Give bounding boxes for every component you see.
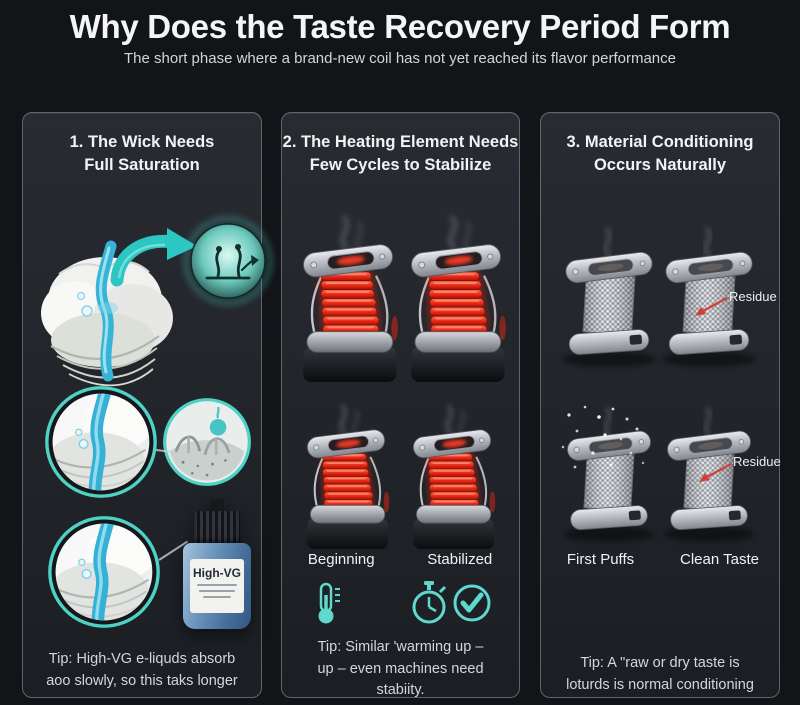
wick-saturation-illustration [41, 216, 273, 387]
high-vg-bottle: High-VG [179, 499, 255, 629]
bottle-body: High-VG [183, 543, 251, 629]
fiber-zoom-circle [161, 396, 253, 488]
panel-2-title-line1: 2. The Heating Element Needs [282, 133, 519, 151]
glow-coil-beginning-top [292, 216, 404, 382]
bottle-cap [194, 511, 240, 545]
panel-wick-saturation: 1. The Wick Needs Full Saturation [22, 112, 273, 698]
label-stabilized: Stabilized [427, 551, 493, 568]
bottle-label-text: High-VG [193, 566, 241, 580]
panel-1-tip-line1: Tip: High-VG e-liquds absorb [48, 651, 236, 667]
panel-3-title-line2: Occurs Naturally [593, 156, 727, 174]
panel-2-labels: Beginning Stabilized [282, 551, 519, 568]
panel-3-title: 3. Material Conditioning Occurs Naturall… [541, 131, 779, 177]
panel-1-title-line1: 1. The Wick Needs [69, 133, 215, 151]
wick-zoom-circle-2 [46, 514, 162, 630]
residue-arrow-top [695, 297, 728, 316]
bottle-label-fineprint [203, 596, 231, 598]
panel-1-title-line2: Full Saturation [84, 156, 200, 174]
glow-coil-stabilized-bottom [400, 405, 504, 549]
panel-1-tip: Tip: High-VG e-liquds absorb aoo slowly,… [23, 649, 261, 692]
residue-label-top: Residue [729, 289, 777, 304]
page-title: Why Does the Taste Recovery Period Form [69, 8, 731, 45]
panel-3-tip-line1: Tip: A "raw or dry taste is [580, 655, 740, 671]
panel-3-tip-line2: loturds is normal conditioning [566, 676, 754, 693]
panel-3-labels: First Puffs Clean Taste [541, 551, 779, 568]
bottle-label-fineprint [197, 584, 237, 586]
stopwatch-icon [412, 581, 447, 624]
panel-2-tip: Tip: Similar 'warming up – up – even mac… [282, 637, 519, 702]
label-clean-taste: Clean Taste [680, 551, 759, 568]
panel-2-tip-line3: stabiity. [376, 682, 425, 698]
panel-1-title: 1. The Wick Needs Full Saturation [23, 131, 261, 177]
bottle-dropper-tip [210, 499, 224, 511]
wick-zoom-circle-1 [43, 384, 159, 500]
thermometer-icon [318, 582, 340, 624]
liquid-stream [76, 240, 118, 382]
residue-arrow-bottom [699, 463, 732, 482]
mesh-coil-top-left [557, 223, 661, 383]
panel-material-conditioning: 3. Material Conditioning Occurs Naturall… [540, 112, 781, 698]
liquid-splash-icon [205, 247, 254, 280]
label-beginning: Beginning [307, 551, 375, 568]
glow-coil-stabilized-top [400, 216, 512, 382]
panel-2-title-line2: Few Cycles to Stabilize [309, 156, 492, 174]
panel-3-title-line1: 3. Material Conditioning [566, 133, 754, 151]
residue-label-bottom: Residue [733, 454, 781, 469]
panel-1-tip-line2: aoo slowly, so this taks longer [46, 672, 238, 689]
panel-3-tip: Tip: A "raw or dry taste is loturds is n… [541, 653, 779, 696]
panel-heating-element: 2. The Heating Element Needs Few Cycles … [281, 112, 520, 698]
label-first-puffs: First Puffs [566, 551, 635, 568]
page-subtitle: The short phase where a brand-new coil h… [124, 50, 676, 67]
absorption-arrow [110, 228, 197, 287]
check-circle-icon [453, 584, 491, 622]
panel-2-tip-line1: Tip: Similar 'warming up – [317, 639, 484, 655]
glow-coil-beginning-bottom [294, 405, 398, 549]
bottle-label-fineprint [199, 590, 235, 592]
panel-2-title: 2. The Heating Element Needs Few Cycles … [282, 131, 519, 177]
panel-2-tip-line2: up – even machines need [317, 660, 484, 677]
splash-badge [183, 216, 273, 306]
bottle-label: High-VG [190, 559, 244, 613]
sparkles [561, 405, 645, 469]
